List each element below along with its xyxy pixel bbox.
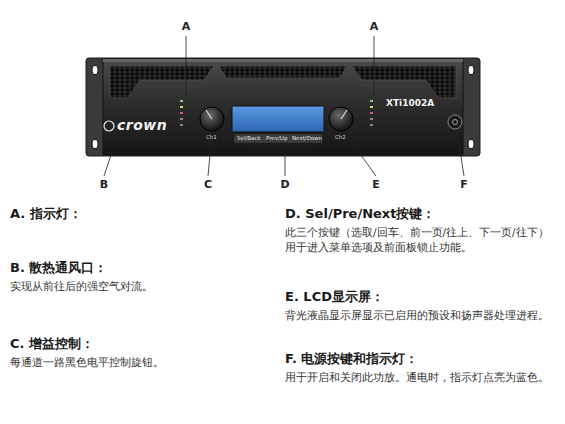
callout-letter: A: [366, 20, 382, 33]
model-name: XTi1002A: [386, 98, 434, 108]
button-label: Prev/Up: [266, 135, 287, 141]
section-text: 每通道一路黑色电平控制旋钮。: [10, 355, 270, 370]
channel-label: Ch2: [335, 134, 346, 140]
section-heading: E. LCD显示屏：: [285, 288, 384, 306]
button-label: Next/Down: [292, 135, 322, 141]
section-text: 实现从前往后的强空气对流。: [10, 279, 270, 294]
brand-logo: crown: [117, 117, 167, 133]
section-heading: D. Sel/Pre/Next按键：: [285, 205, 435, 223]
callout-letter: A: [178, 20, 194, 33]
section-text: 此三个按键（选取/回车、前一页/往上、下一页/往下）用于进入菜单选项及前面板锁止…: [285, 225, 553, 255]
section-text: 用于开启和关闭此功放。通电时，指示灯点亮为蓝色。: [285, 370, 553, 385]
callout-letter: C: [200, 178, 216, 191]
button-label: Sel/Back: [237, 135, 261, 141]
section-heading: A. 指示灯：: [10, 205, 82, 223]
callout-letter: F: [456, 178, 472, 191]
section-heading: C. 增益控制：: [10, 335, 94, 353]
callout-letter: E: [368, 178, 384, 191]
channel-label: Ch1: [206, 134, 217, 140]
callout-letter: B: [96, 178, 112, 191]
section-heading: F. 电源按键和指示灯：: [285, 350, 418, 368]
section-text: 背光液晶显示屏显示已启用的预设和扬声器处理进程。: [285, 308, 553, 323]
callout-letter: D: [277, 178, 293, 191]
section-heading: B. 散热通风口：: [10, 259, 107, 277]
